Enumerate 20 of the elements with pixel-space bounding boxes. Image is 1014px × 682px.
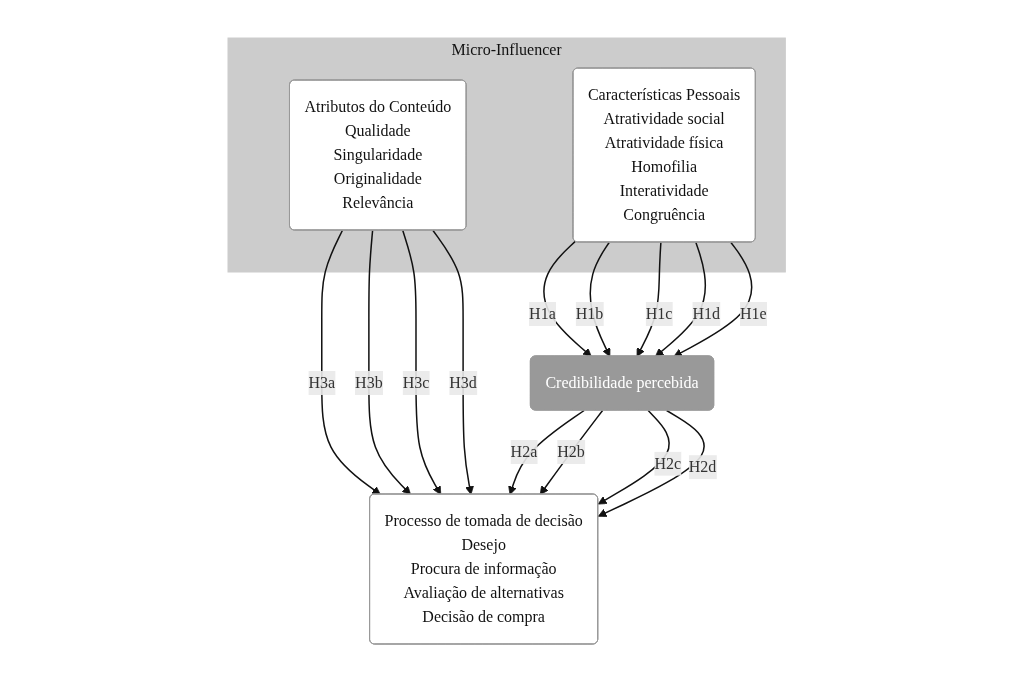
arrow <box>432 229 475 495</box>
edge-label: H1b <box>576 305 604 322</box>
edge-label: H3a <box>308 374 336 391</box>
arrow <box>508 409 586 495</box>
edge-label: H1d <box>692 305 721 322</box>
edge-label: H2c <box>654 454 682 472</box>
edge-label: H1c <box>646 305 673 322</box>
edge-label: H2a <box>510 443 538 460</box>
arrow <box>540 409 604 495</box>
edge-label: H1a <box>529 305 557 322</box>
edge-label: H3d <box>449 374 478 391</box>
edge-label: H3b <box>355 374 383 391</box>
edge-label: H3c <box>402 374 430 391</box>
arrow <box>368 229 412 495</box>
arrow <box>402 229 442 495</box>
arrow <box>673 241 753 357</box>
edge-label: H2b <box>557 443 586 460</box>
edge-label: H1e <box>740 305 767 322</box>
edge-label: H2d <box>689 458 717 476</box>
arrow <box>321 229 382 495</box>
